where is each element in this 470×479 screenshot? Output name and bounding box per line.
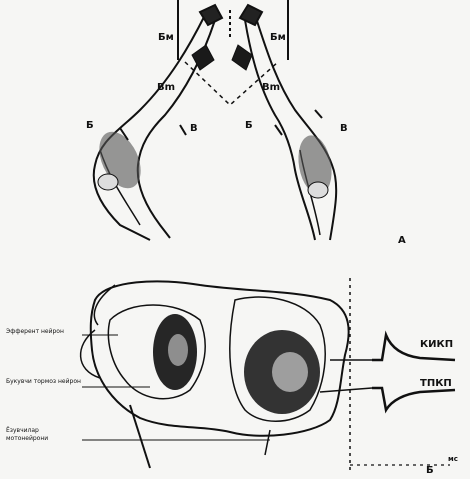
- time-unit-label: мс: [448, 456, 458, 463]
- extensor-motoneuron-label: Ёзувчилар мотонейрони: [6, 427, 82, 442]
- tick-left-2: [180, 125, 186, 135]
- upper-panel-label: A: [398, 236, 406, 246]
- ipsp-trace-label: ТПКП: [420, 379, 452, 389]
- left-hand-top: [200, 5, 222, 25]
- right-arm-outline-outer: [255, 15, 336, 240]
- right-hand-top: [240, 5, 262, 25]
- right-elbow-joint: [308, 182, 328, 198]
- arm-ticks: [120, 110, 322, 140]
- right-arm-muscle-top-label: Бм: [270, 33, 286, 43]
- epsp-trace-label: КИКП: [420, 340, 453, 350]
- tick-right-2: [315, 110, 322, 118]
- upper-panel-arms: [94, 0, 336, 240]
- right-arm-label-left: Б: [245, 121, 253, 131]
- axon-right: [265, 430, 270, 455]
- right-arm-muscle-mid-label: Вm: [262, 83, 280, 93]
- trace-ipsp: [372, 388, 455, 410]
- axon-left: [130, 405, 150, 468]
- left-arm-outline-outer: [94, 15, 205, 240]
- left-arm-label-left: Б: [86, 121, 94, 131]
- neuron-body-right-highlight: [272, 352, 308, 392]
- lead-lower: [320, 388, 372, 392]
- left-elbow-joint: [98, 174, 118, 190]
- left-arm-muscle-top-label: Бм: [158, 33, 174, 43]
- left-arm-muscle-mid-label: Вm: [157, 83, 175, 93]
- efferent-neuron-label: Эфферент нейрон: [6, 328, 84, 336]
- neuron-body-left-highlight: [168, 334, 188, 366]
- neuron-bodies: [153, 314, 320, 414]
- right-biceps-muscle: [232, 45, 252, 70]
- upper-muscles: [192, 45, 252, 70]
- lower-panel-label: Б: [426, 466, 434, 476]
- right-arm-outline-inner: [245, 20, 315, 240]
- right-arm-label-right: В: [340, 124, 348, 134]
- left-arm-label-right: В: [190, 124, 198, 134]
- inhibitory-neuron-label: Букувчи тормоз нейрон: [6, 378, 82, 386]
